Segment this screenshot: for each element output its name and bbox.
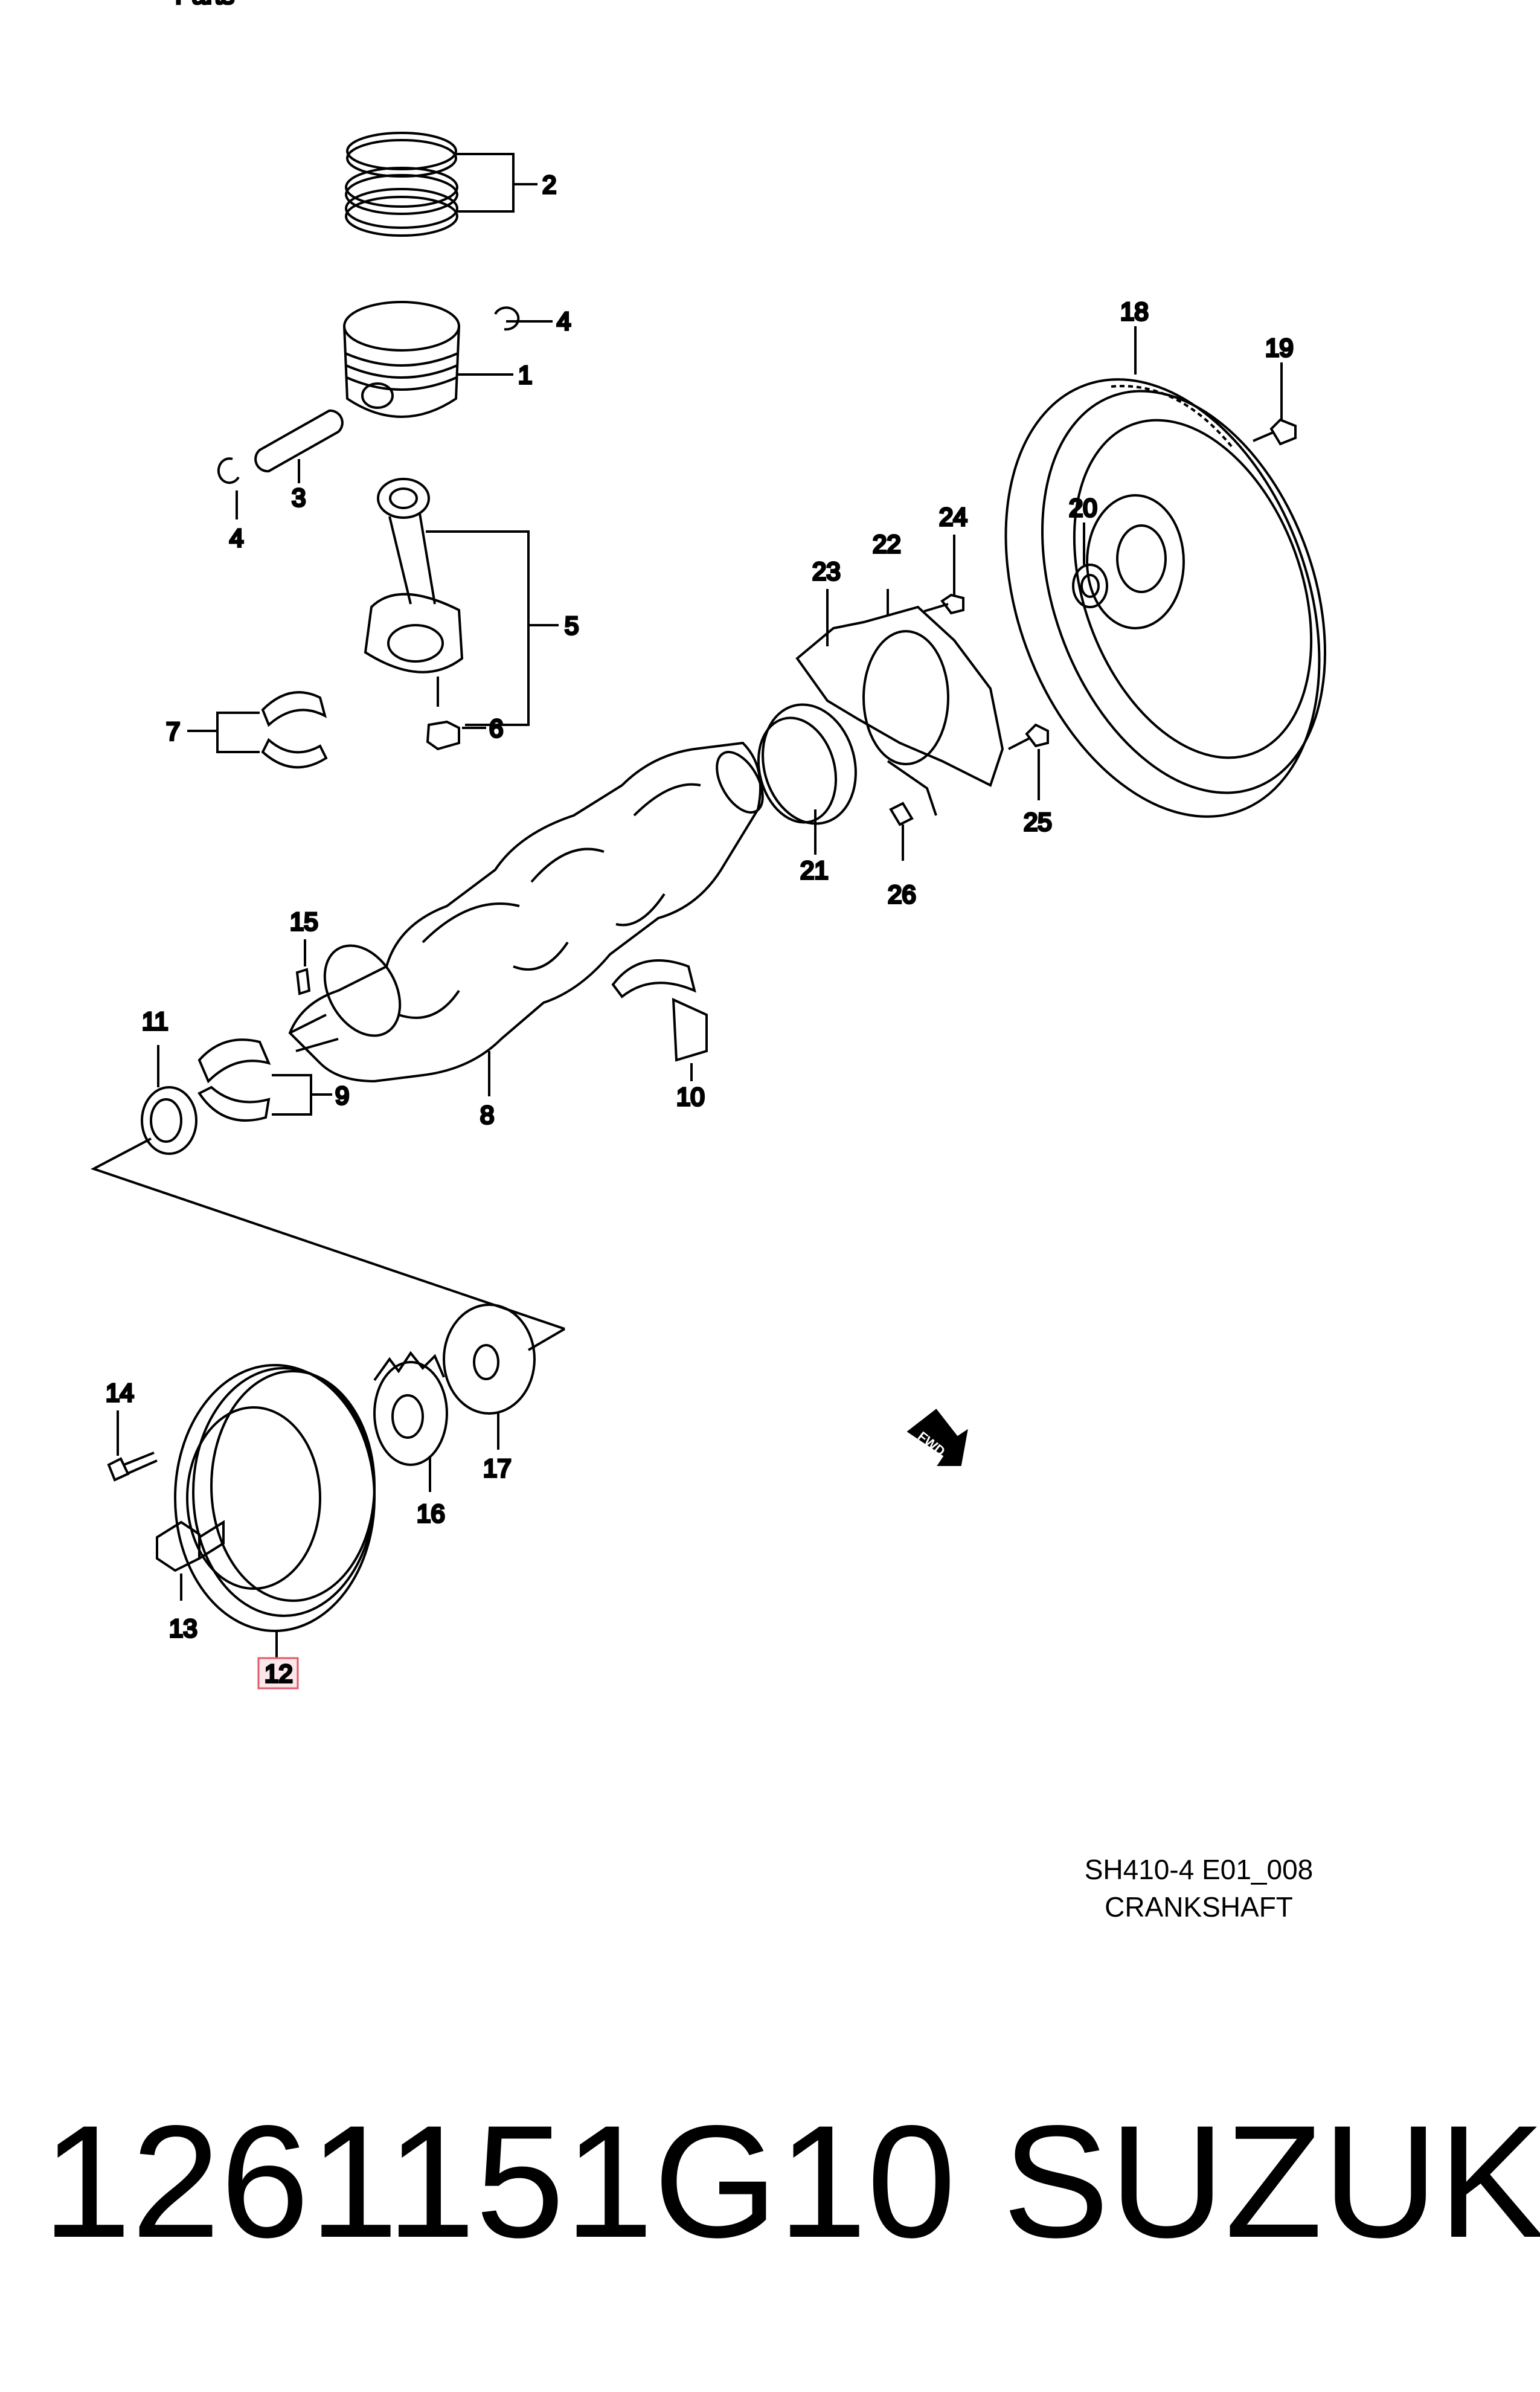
callout-13: 13 (169, 1614, 197, 1642)
piston-rings[interactable] (345, 132, 458, 237)
callout-3: 3 (292, 483, 306, 512)
callout-22: 22 (873, 530, 901, 558)
callout-1: 1 (518, 361, 532, 389)
front-oil-seal[interactable] (141, 1086, 197, 1155)
callout-6: 6 (489, 714, 503, 742)
pulley-bolt-small[interactable] (107, 1452, 158, 1482)
callout-7: 7 (166, 717, 180, 745)
header-fragment: Parts (175, 0, 234, 9)
timing-plate[interactable] (443, 1304, 536, 1415)
callout-4-upper: 4 (557, 307, 571, 335)
callout-12: 12 (265, 1659, 293, 1688)
callout-15: 15 (290, 907, 318, 936)
flywheel-bolt[interactable] (1253, 418, 1297, 446)
callout-5: 5 (565, 611, 579, 640)
diagram-code: SH410-4 E01_008 (1084, 1854, 1314, 1885)
crankshaft[interactable] (288, 741, 772, 1083)
rear-oil-seal[interactable] (747, 694, 868, 834)
callout-4-lower: 4 (229, 524, 243, 552)
guide-line (90, 1137, 565, 1330)
crank-pulley[interactable] (174, 1364, 376, 1632)
oil-seal-housing[interactable] (795, 605, 1004, 816)
piston-pin[interactable] (254, 409, 344, 473)
housing-bolt-right[interactable] (1008, 723, 1049, 750)
callout-20: 20 (1069, 494, 1097, 522)
circlip-lower[interactable] (217, 457, 240, 484)
callout-23: 23 (812, 557, 841, 585)
connecting-rod[interactable] (364, 478, 464, 707)
callout-21: 21 (800, 856, 829, 884)
footer (0, 1993, 1540, 2392)
callout-16: 16 (417, 1499, 445, 1528)
callout-8: 8 (480, 1101, 494, 1129)
callout-18: 18 (1120, 297, 1149, 326)
callout-14: 14 (106, 1378, 134, 1407)
highlight-box-12[interactable] (257, 1657, 299, 1690)
brand-name: SUZUKI (1003, 2092, 1540, 2271)
callout-17: 17 (483, 1454, 512, 1482)
pulley-bolt-large[interactable] (156, 1520, 225, 1572)
callout-26: 26 (888, 880, 916, 908)
callout-19: 19 (1265, 333, 1294, 362)
part-number: 1261151G10 (42, 2092, 956, 2271)
rod-nut[interactable] (426, 720, 460, 751)
crank-key[interactable] (295, 968, 311, 995)
flywheel[interactable] (949, 336, 1377, 861)
housing-bolt-top[interactable] (923, 593, 964, 615)
fwd-arrow-icon: FWD (906, 1409, 968, 1466)
callout-2: 2 (542, 170, 556, 199)
thrust-bearings[interactable] (611, 959, 708, 1062)
parts-diagram: Parts 2 1 4 3 4 (90, 0, 1377, 1923)
callout-10: 10 (676, 1082, 705, 1111)
diagram-title: CRANKSHAFT (1105, 1891, 1293, 1923)
timing-sprocket[interactable] (373, 1351, 448, 1466)
callout-11: 11 (142, 1007, 168, 1035)
piston[interactable] (343, 301, 460, 418)
circlip-upper[interactable] (494, 306, 520, 331)
callout-24: 24 (939, 503, 967, 531)
callout-25: 25 (1024, 808, 1052, 836)
leader-5 (426, 530, 530, 726)
leader-2 (456, 153, 515, 213)
callout-9: 9 (335, 1081, 349, 1110)
main-bearings[interactable] (197, 1038, 271, 1122)
dowel-pin[interactable] (889, 802, 914, 826)
conrod-bearings[interactable] (261, 691, 328, 769)
pilot-bearing[interactable] (1072, 564, 1108, 608)
